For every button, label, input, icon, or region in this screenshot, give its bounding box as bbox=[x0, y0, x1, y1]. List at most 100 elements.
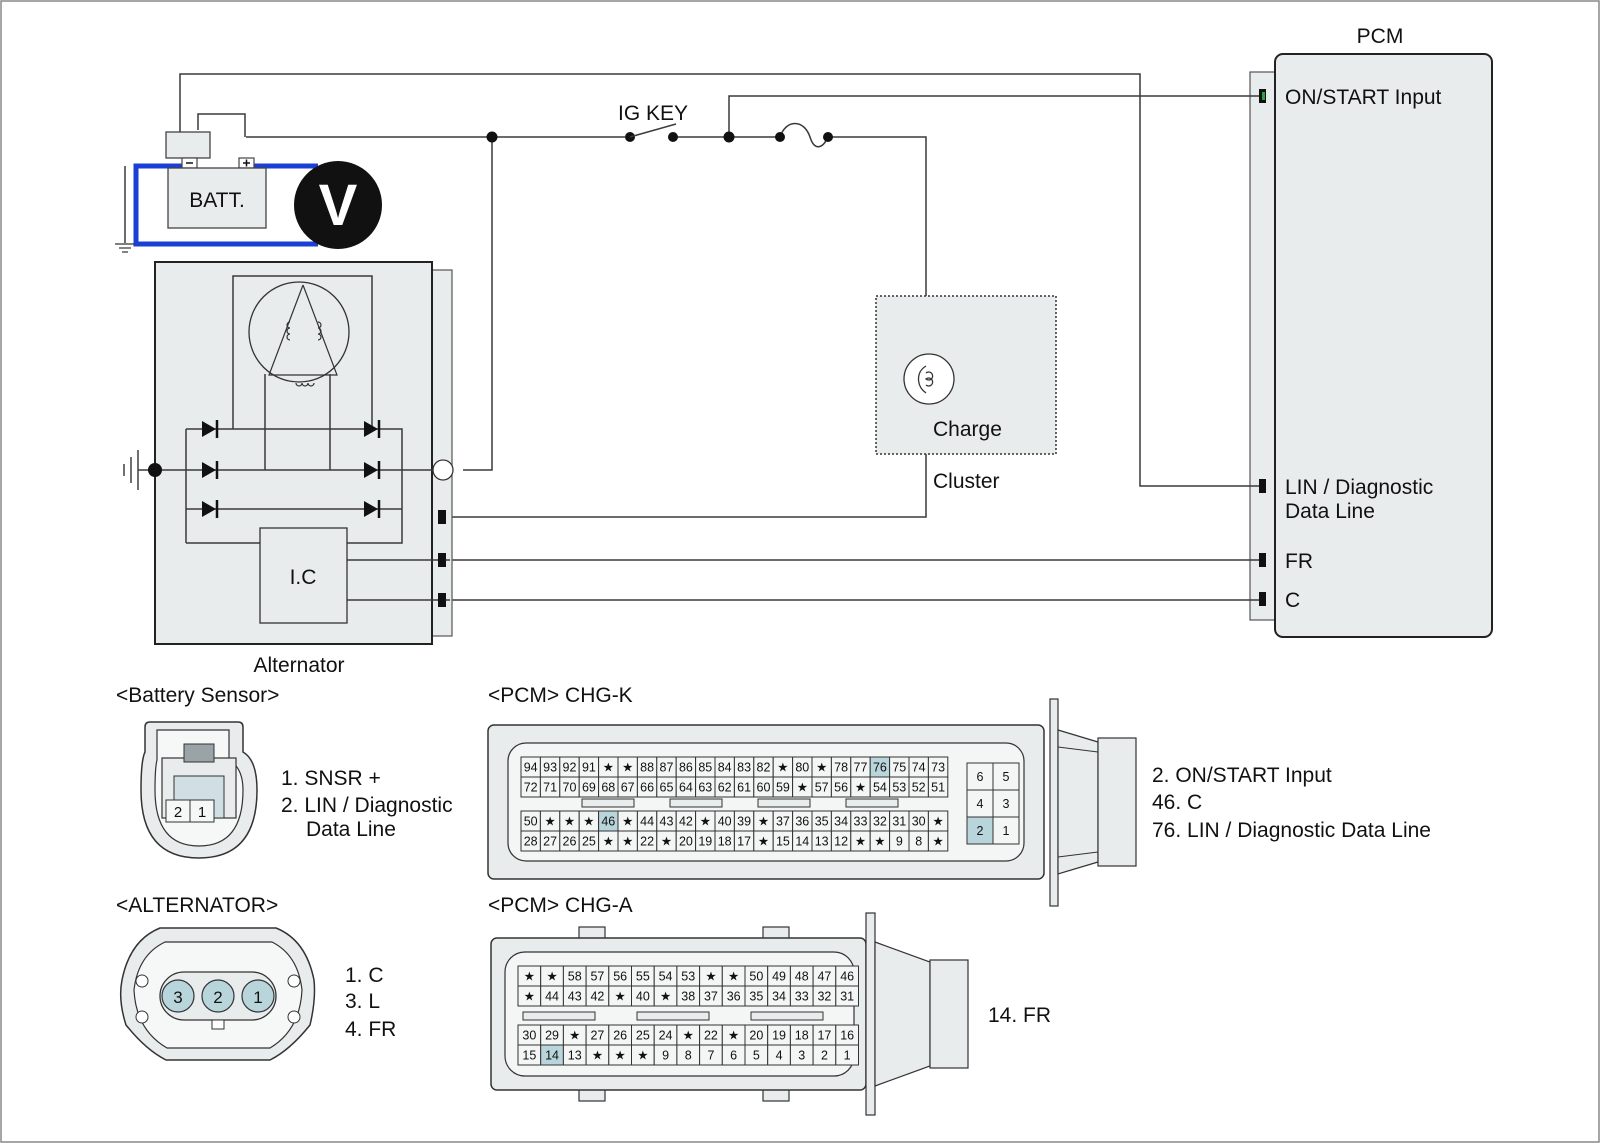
svg-text:70: 70 bbox=[563, 781, 577, 795]
chg-k-pin-85: 85 bbox=[695, 756, 716, 778]
svg-text:59: 59 bbox=[776, 781, 790, 795]
chg-a-pin-36: 36 bbox=[721, 985, 746, 1007]
chg-a-pin-13: 13 bbox=[562, 1044, 587, 1066]
svg-text:35: 35 bbox=[815, 815, 829, 829]
chg-a-pin-blank: ★ bbox=[676, 1024, 701, 1046]
chg-a-pin-blank: ★ bbox=[608, 985, 632, 1007]
chg-k-pin-70: 70 bbox=[559, 776, 580, 798]
svg-text:★: ★ bbox=[622, 761, 633, 775]
wiring: IG KEY bbox=[179, 73, 1259, 601]
svg-text:★: ★ bbox=[615, 1049, 626, 1063]
chg-k-pin-17: 17 bbox=[733, 830, 755, 852]
battery-sensor-pin-1: 1 bbox=[198, 804, 206, 821]
svg-text:37: 37 bbox=[704, 990, 718, 1004]
chg-k-side-pin-3: 3 bbox=[992, 789, 1020, 818]
chg-k-pin-42: 42 bbox=[675, 810, 697, 832]
svg-text:★: ★ bbox=[569, 1029, 580, 1043]
svg-text:43: 43 bbox=[568, 990, 582, 1004]
svg-text:20: 20 bbox=[679, 835, 693, 849]
battery-sensor-legend-1: 1. SNSR + bbox=[281, 767, 381, 790]
svg-text:★: ★ bbox=[758, 815, 769, 829]
alternator-ground-icon bbox=[123, 450, 186, 490]
chg-k-pin-54: 54 bbox=[869, 776, 891, 798]
svg-text:14: 14 bbox=[795, 835, 809, 849]
svg-text:★: ★ bbox=[874, 835, 885, 849]
svg-text:64: 64 bbox=[679, 781, 693, 795]
svg-text:71: 71 bbox=[543, 781, 557, 795]
svg-text:27: 27 bbox=[590, 1029, 604, 1043]
svg-text:9: 9 bbox=[896, 835, 903, 849]
svg-text:78: 78 bbox=[834, 761, 848, 775]
svg-text:40: 40 bbox=[636, 990, 650, 1004]
svg-text:★: ★ bbox=[683, 1029, 694, 1043]
alternator-block: I.C Alternator bbox=[123, 261, 454, 677]
svg-text:39: 39 bbox=[737, 815, 751, 829]
svg-text:8: 8 bbox=[915, 835, 922, 849]
svg-text:6: 6 bbox=[730, 1049, 737, 1063]
svg-text:32: 32 bbox=[873, 815, 887, 829]
chg-k-pin-56: 56 bbox=[830, 776, 852, 798]
svg-text:4: 4 bbox=[977, 797, 984, 811]
chg-k-pin-35: 35 bbox=[811, 810, 832, 832]
svg-text:3: 3 bbox=[1003, 797, 1010, 811]
svg-text:★: ★ bbox=[705, 970, 716, 984]
alternator-conn-legend-1: 1. C bbox=[345, 964, 384, 987]
chg-k-pin-blank: ★ bbox=[792, 776, 813, 798]
chg-a-pin-blank: ★ bbox=[608, 1044, 632, 1066]
chg-a-pin-blank: ★ bbox=[562, 1024, 587, 1046]
chg-a-pin-15: 15 bbox=[517, 1044, 542, 1066]
svg-text:16: 16 bbox=[840, 1029, 854, 1043]
chg-a-pin-17: 17 bbox=[812, 1024, 837, 1046]
svg-text:5: 5 bbox=[1003, 770, 1010, 784]
svg-text:19: 19 bbox=[698, 835, 712, 849]
svg-text:76: 76 bbox=[873, 761, 887, 775]
chg-k-pin-28: 28 bbox=[520, 830, 541, 852]
svg-text:55: 55 bbox=[636, 970, 650, 984]
svg-text:26: 26 bbox=[563, 835, 577, 849]
ig-key-switch: IG KEY bbox=[618, 102, 688, 142]
svg-text:56: 56 bbox=[613, 970, 627, 984]
chg-a-pin-14: 14 bbox=[540, 1044, 564, 1066]
svg-text:28: 28 bbox=[524, 835, 538, 849]
svg-text:★: ★ bbox=[592, 1049, 603, 1063]
svg-text:43: 43 bbox=[660, 815, 674, 829]
chg-k-pin-62: 62 bbox=[714, 776, 735, 798]
chg-a-pin-34: 34 bbox=[767, 985, 791, 1007]
chg-k-pin-61: 61 bbox=[733, 776, 755, 798]
chg-a-pin-blank: ★ bbox=[517, 965, 542, 987]
svg-text:13: 13 bbox=[815, 835, 829, 849]
chg-a-pin-2: 2 bbox=[812, 1044, 837, 1066]
svg-text:★: ★ bbox=[622, 835, 633, 849]
chg-k-pin-87: 87 bbox=[656, 756, 677, 778]
chg-k-legend-2: 46. C bbox=[1152, 791, 1202, 814]
svg-text:54: 54 bbox=[659, 970, 673, 984]
chg-k-pin-72: 72 bbox=[520, 776, 541, 798]
chg-k-side-pin-5: 5 bbox=[992, 762, 1020, 791]
svg-text:68: 68 bbox=[601, 781, 615, 795]
svg-text:★: ★ bbox=[932, 815, 943, 829]
chg-k-pin-blank: ★ bbox=[927, 810, 949, 832]
chg-a-pin-49: 49 bbox=[767, 965, 791, 987]
svg-text:86: 86 bbox=[679, 761, 693, 775]
alternator-conn-legend-3: 4. FR bbox=[345, 1018, 396, 1041]
svg-text:50: 50 bbox=[749, 970, 763, 984]
chg-a-pin-1: 1 bbox=[835, 1044, 859, 1066]
svg-text:17: 17 bbox=[817, 1029, 831, 1043]
svg-text:17: 17 bbox=[737, 835, 751, 849]
svg-text:★: ★ bbox=[728, 970, 739, 984]
chg-k-pin-blank: ★ bbox=[772, 756, 794, 778]
chg-a-pin-16: 16 bbox=[835, 1024, 859, 1046]
svg-text:25: 25 bbox=[636, 1029, 650, 1043]
charge-lamp-label: Charge bbox=[933, 418, 1002, 441]
svg-text:67: 67 bbox=[621, 781, 635, 795]
chg-k-pin-64: 64 bbox=[675, 776, 697, 798]
chg-a-pin-blank: ★ bbox=[721, 965, 746, 987]
svg-text:★: ★ bbox=[855, 835, 866, 849]
alternator-conn-title: <ALTERNATOR> bbox=[116, 894, 278, 917]
battery-sensor-connector: <Battery Sensor> 2 1 1. SNSR + 2. LIN / … bbox=[116, 684, 453, 859]
chg-k-pin-blank: ★ bbox=[598, 830, 619, 852]
svg-text:20: 20 bbox=[749, 1029, 763, 1043]
svg-text:69: 69 bbox=[582, 781, 596, 795]
chg-a-pin-31: 31 bbox=[835, 985, 859, 1007]
chg-k-pin-44: 44 bbox=[636, 810, 658, 832]
